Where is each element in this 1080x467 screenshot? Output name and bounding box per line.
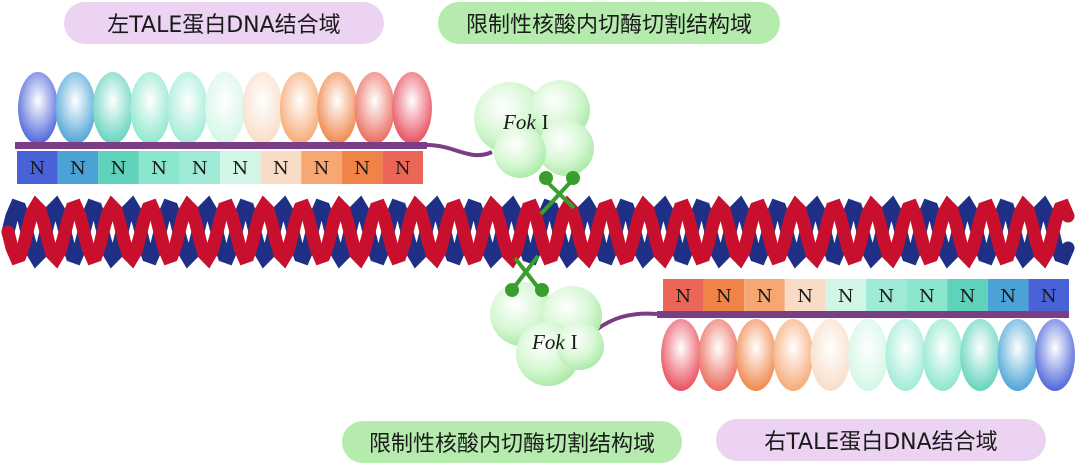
left-tale-base-letter: N (70, 158, 86, 179)
left-tale-base-box (382, 151, 423, 184)
left-tale-base-box (98, 151, 139, 184)
dna-double-helix (1, 195, 1075, 269)
left-tale-base-box (220, 151, 261, 184)
bottom-restriction-cleavage-domain-label: 限制性核酸内切酶切割结构域 (342, 421, 682, 463)
right-tale-base-box (1028, 279, 1069, 312)
right-tale-base-box (703, 279, 745, 312)
right-tale-base-box (947, 279, 988, 312)
right-tale-repeat-domains (661, 319, 1075, 391)
right-tale-base-box (744, 279, 785, 312)
cleavage-site-bottom (505, 254, 549, 297)
left-tale-base-box (301, 151, 342, 184)
right-tale-base-letter: N (838, 286, 854, 307)
left-tale-repeat-domain (392, 72, 432, 144)
right-tale-base-box (906, 279, 948, 312)
left-tale-base-box (260, 151, 302, 184)
left-tale-backbone (15, 142, 427, 149)
left-tale-base-letter: N (232, 158, 248, 179)
right-tale-base-letter: N (797, 286, 813, 307)
left-tale-base-box (138, 151, 180, 184)
left-tale-repeat-domain (55, 72, 96, 144)
left-tale-base-box (17, 151, 58, 184)
right-tale-base-letter: N (757, 286, 773, 307)
left-tale-base-letter: N (273, 158, 289, 179)
left-tale-repeat-domain (205, 72, 245, 144)
right-tale-base-letter: N (1000, 286, 1016, 307)
left-tale-base-letter: N (151, 158, 167, 179)
left-tale-base-letter: N (354, 158, 370, 179)
right-tale-repeat-domain (1035, 319, 1075, 391)
top-restriction-cleavage-domain-label: 限制性核酸内切酶切割结构域 (438, 2, 780, 44)
right-tale-base-box (784, 279, 826, 312)
left-tale-base-letter: N (314, 158, 330, 179)
left-tale-base-letter: N (395, 158, 411, 179)
right-tale-backbone (657, 311, 1069, 318)
left-tale-repeat-domain (18, 72, 58, 144)
left-tale-repeat-domain (354, 72, 395, 144)
right-tale-repeat-domain (773, 319, 814, 391)
right-tale-base-box (663, 279, 704, 312)
right-tale-repeat-domain (848, 319, 888, 391)
right-tale-base-box (866, 279, 907, 312)
left-tale-repeat-domains (18, 72, 432, 144)
right-tale-repeat-domain (960, 319, 1001, 391)
right-linker (594, 311, 658, 332)
left-tale-base-box (341, 151, 383, 184)
right-tale-dna-binding-domain-label: 右TALE蛋白DNA结合域 (716, 419, 1046, 461)
right-tale-repeat-domain (661, 319, 701, 391)
right-tale-base-letter: N (716, 286, 732, 307)
left-tale-dna-binding-domain-label: 左TALE蛋白DNA结合域 (64, 2, 384, 44)
right-tale-base-letter: N (960, 286, 976, 307)
left-tale-base-box (179, 151, 220, 184)
right-tale-repeat-domain (698, 319, 739, 391)
left-tale-repeat-domain (167, 72, 208, 144)
right-tale-base-box (987, 279, 1029, 312)
left-linker (426, 143, 493, 158)
right-tale-repeat-domain (997, 319, 1038, 391)
right-tale-base-letter: N (919, 286, 935, 307)
right-tale-base-letter: N (1041, 286, 1057, 307)
right-tale-repeat-domain (735, 319, 776, 391)
left-tale-base-letter: N (192, 158, 208, 179)
cleavage-site-top (539, 171, 580, 216)
right-tale-repeat-domain (922, 319, 963, 391)
left-tale-repeat-domain (279, 72, 320, 144)
right-tale-base-box (825, 279, 866, 312)
right-tale-repeat-domain (885, 319, 926, 391)
left-tale-base-box (57, 151, 99, 184)
left-tale-repeat-domain (130, 72, 171, 144)
dna-strand-red (1, 195, 1075, 269)
left-tale-repeat-domain (92, 72, 133, 144)
right-tale-base-letter: N (675, 286, 691, 307)
left-tale-base-letter: N (111, 158, 127, 179)
left-tale-base-letter: N (29, 158, 45, 179)
right-tale-base-letter: N (878, 286, 894, 307)
left-tale-repeat-domain (242, 72, 283, 144)
right-tale-repeat-domain (810, 319, 851, 391)
left-tale-repeat-domain (317, 72, 358, 144)
